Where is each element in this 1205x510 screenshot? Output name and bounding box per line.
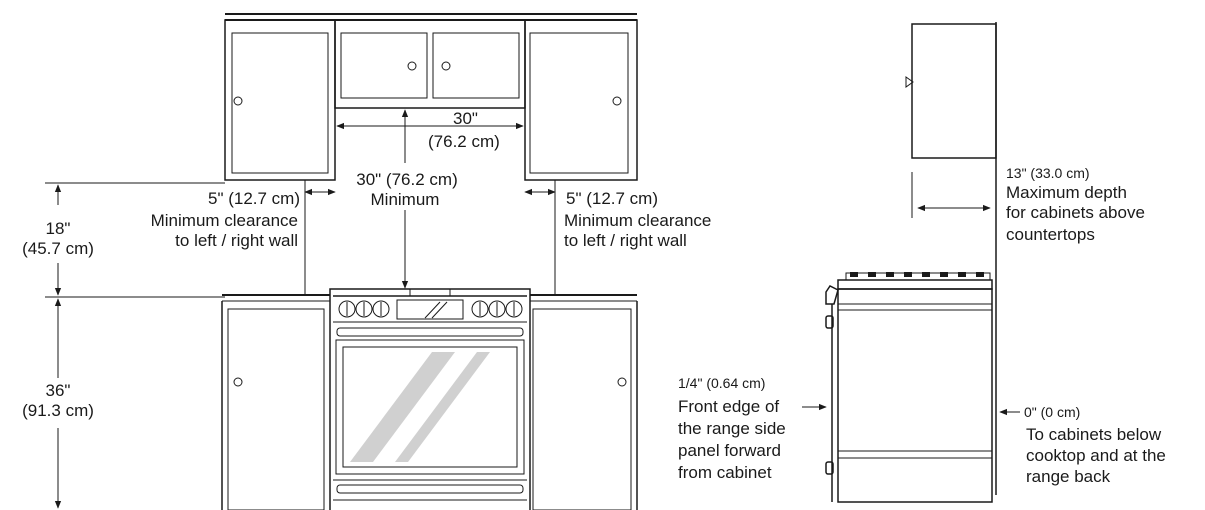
cabinet-depth-label: 13" (33.0 cm) Maximum depth for cabinets… bbox=[1006, 165, 1145, 244]
upper-center-door-right bbox=[432, 32, 520, 99]
range-side bbox=[825, 272, 993, 503]
lower-cabinets bbox=[221, 294, 638, 510]
dimension-gap-width: 30" (76.2 cm) bbox=[336, 109, 524, 151]
right-burner-knobs bbox=[471, 300, 523, 318]
upper-height-imperial: 18" bbox=[46, 219, 71, 238]
dimension-upper-height: 18" (45.7 cm) bbox=[22, 184, 94, 296]
side-upper-cabinet bbox=[911, 23, 997, 159]
lower-left-cabinet-door bbox=[227, 308, 325, 510]
vertical-clearance-line2: Minimum bbox=[371, 190, 440, 209]
oven-door bbox=[335, 339, 525, 475]
upper-cabinets bbox=[224, 13, 638, 181]
upper-left-cabinet-door bbox=[231, 32, 329, 174]
right-clearance-line3: to left / right wall bbox=[564, 231, 687, 250]
range-side-body bbox=[837, 288, 993, 503]
upper-center-knob-left-icon bbox=[407, 61, 417, 71]
side-oven-handle bbox=[825, 315, 834, 329]
oven-handle bbox=[336, 327, 524, 337]
back-clearance-line1: 0" (0 cm) bbox=[1024, 404, 1080, 420]
cabinet-depth-line4: countertops bbox=[1006, 225, 1095, 244]
front-view: 30" (76.2 cm) 30" (76.2 cm) Minimum 5" (… bbox=[22, 13, 711, 510]
side-knob-icon bbox=[825, 285, 839, 305]
dimension-right-clearance: 5" (12.7 cm) Minimum clearance to left /… bbox=[524, 188, 711, 250]
side-view: 13" (33.0 cm) Maximum depth for cabinets… bbox=[678, 22, 1166, 503]
wall-lines bbox=[45, 180, 556, 298]
upper-center-knob-right-icon bbox=[441, 61, 451, 71]
upper-height-metric: (45.7 cm) bbox=[22, 239, 94, 258]
left-clearance-line1: 5" (12.7 cm) bbox=[208, 189, 300, 208]
counter-height-metric: (91.3 cm) bbox=[22, 401, 94, 420]
front-edge-line1: 1/4" (0.64 cm) bbox=[678, 375, 765, 391]
left-clearance-line3: to left / right wall bbox=[175, 231, 298, 250]
control-display bbox=[396, 299, 464, 320]
right-clearance-line2: Minimum clearance bbox=[564, 211, 711, 230]
back-clearance-line2: To cabinets below bbox=[1026, 425, 1162, 444]
dimension-vertical-clearance: 30" (76.2 cm) Minimum bbox=[356, 109, 458, 289]
back-clearance-line4: range back bbox=[1026, 467, 1111, 486]
oven-window bbox=[342, 346, 518, 468]
front-edge-line2: Front edge of bbox=[678, 397, 779, 416]
upper-right-cabinet-door bbox=[529, 32, 629, 174]
cabinet-depth-line2: Maximum depth bbox=[1006, 183, 1127, 202]
burner-grates bbox=[845, 272, 991, 281]
left-burner-knobs bbox=[338, 300, 390, 318]
side-drawer-handle bbox=[825, 461, 834, 475]
upper-center-door-left bbox=[340, 32, 428, 99]
upper-right-knob-icon bbox=[612, 96, 622, 106]
back-clearance-label: 0" (0 cm) To cabinets below cooktop and … bbox=[999, 404, 1166, 486]
front-edge-label: 1/4" (0.64 cm) Front edge of the range s… bbox=[678, 375, 827, 482]
cabinet-depth-line3: for cabinets above bbox=[1006, 203, 1145, 222]
upper-right-cabinet bbox=[524, 19, 638, 181]
front-edge-line3: the range side bbox=[678, 419, 786, 438]
drawer-handle bbox=[336, 484, 524, 494]
vertical-clearance-line1: 30" (76.2 cm) bbox=[356, 170, 457, 189]
left-clearance-line2: Minimum clearance bbox=[151, 211, 298, 230]
dimension-counter-height: 36" (91.3 cm) bbox=[22, 298, 94, 509]
gap-width-metric: (76.2 cm) bbox=[428, 132, 500, 151]
front-edge-line4: panel forward bbox=[678, 441, 781, 460]
range-front bbox=[329, 288, 531, 510]
counter-height-imperial: 36" bbox=[46, 381, 71, 400]
lower-right-knob-icon bbox=[617, 377, 627, 387]
right-clearance-line1: 5" (12.7 cm) bbox=[566, 189, 658, 208]
back-clearance-line3: cooktop and at the bbox=[1026, 446, 1166, 465]
lower-left-knob-icon bbox=[233, 377, 243, 387]
dimension-left-clearance: 5" (12.7 cm) Minimum clearance to left /… bbox=[151, 188, 336, 250]
lower-right-cabinet-door bbox=[532, 308, 632, 510]
cabinet-depth-line1: 13" (33.0 cm) bbox=[1006, 165, 1090, 181]
front-edge-line5: from cabinet bbox=[678, 463, 772, 482]
upper-left-knob-icon bbox=[233, 96, 243, 106]
gap-width-imperial: 30" bbox=[453, 109, 478, 128]
